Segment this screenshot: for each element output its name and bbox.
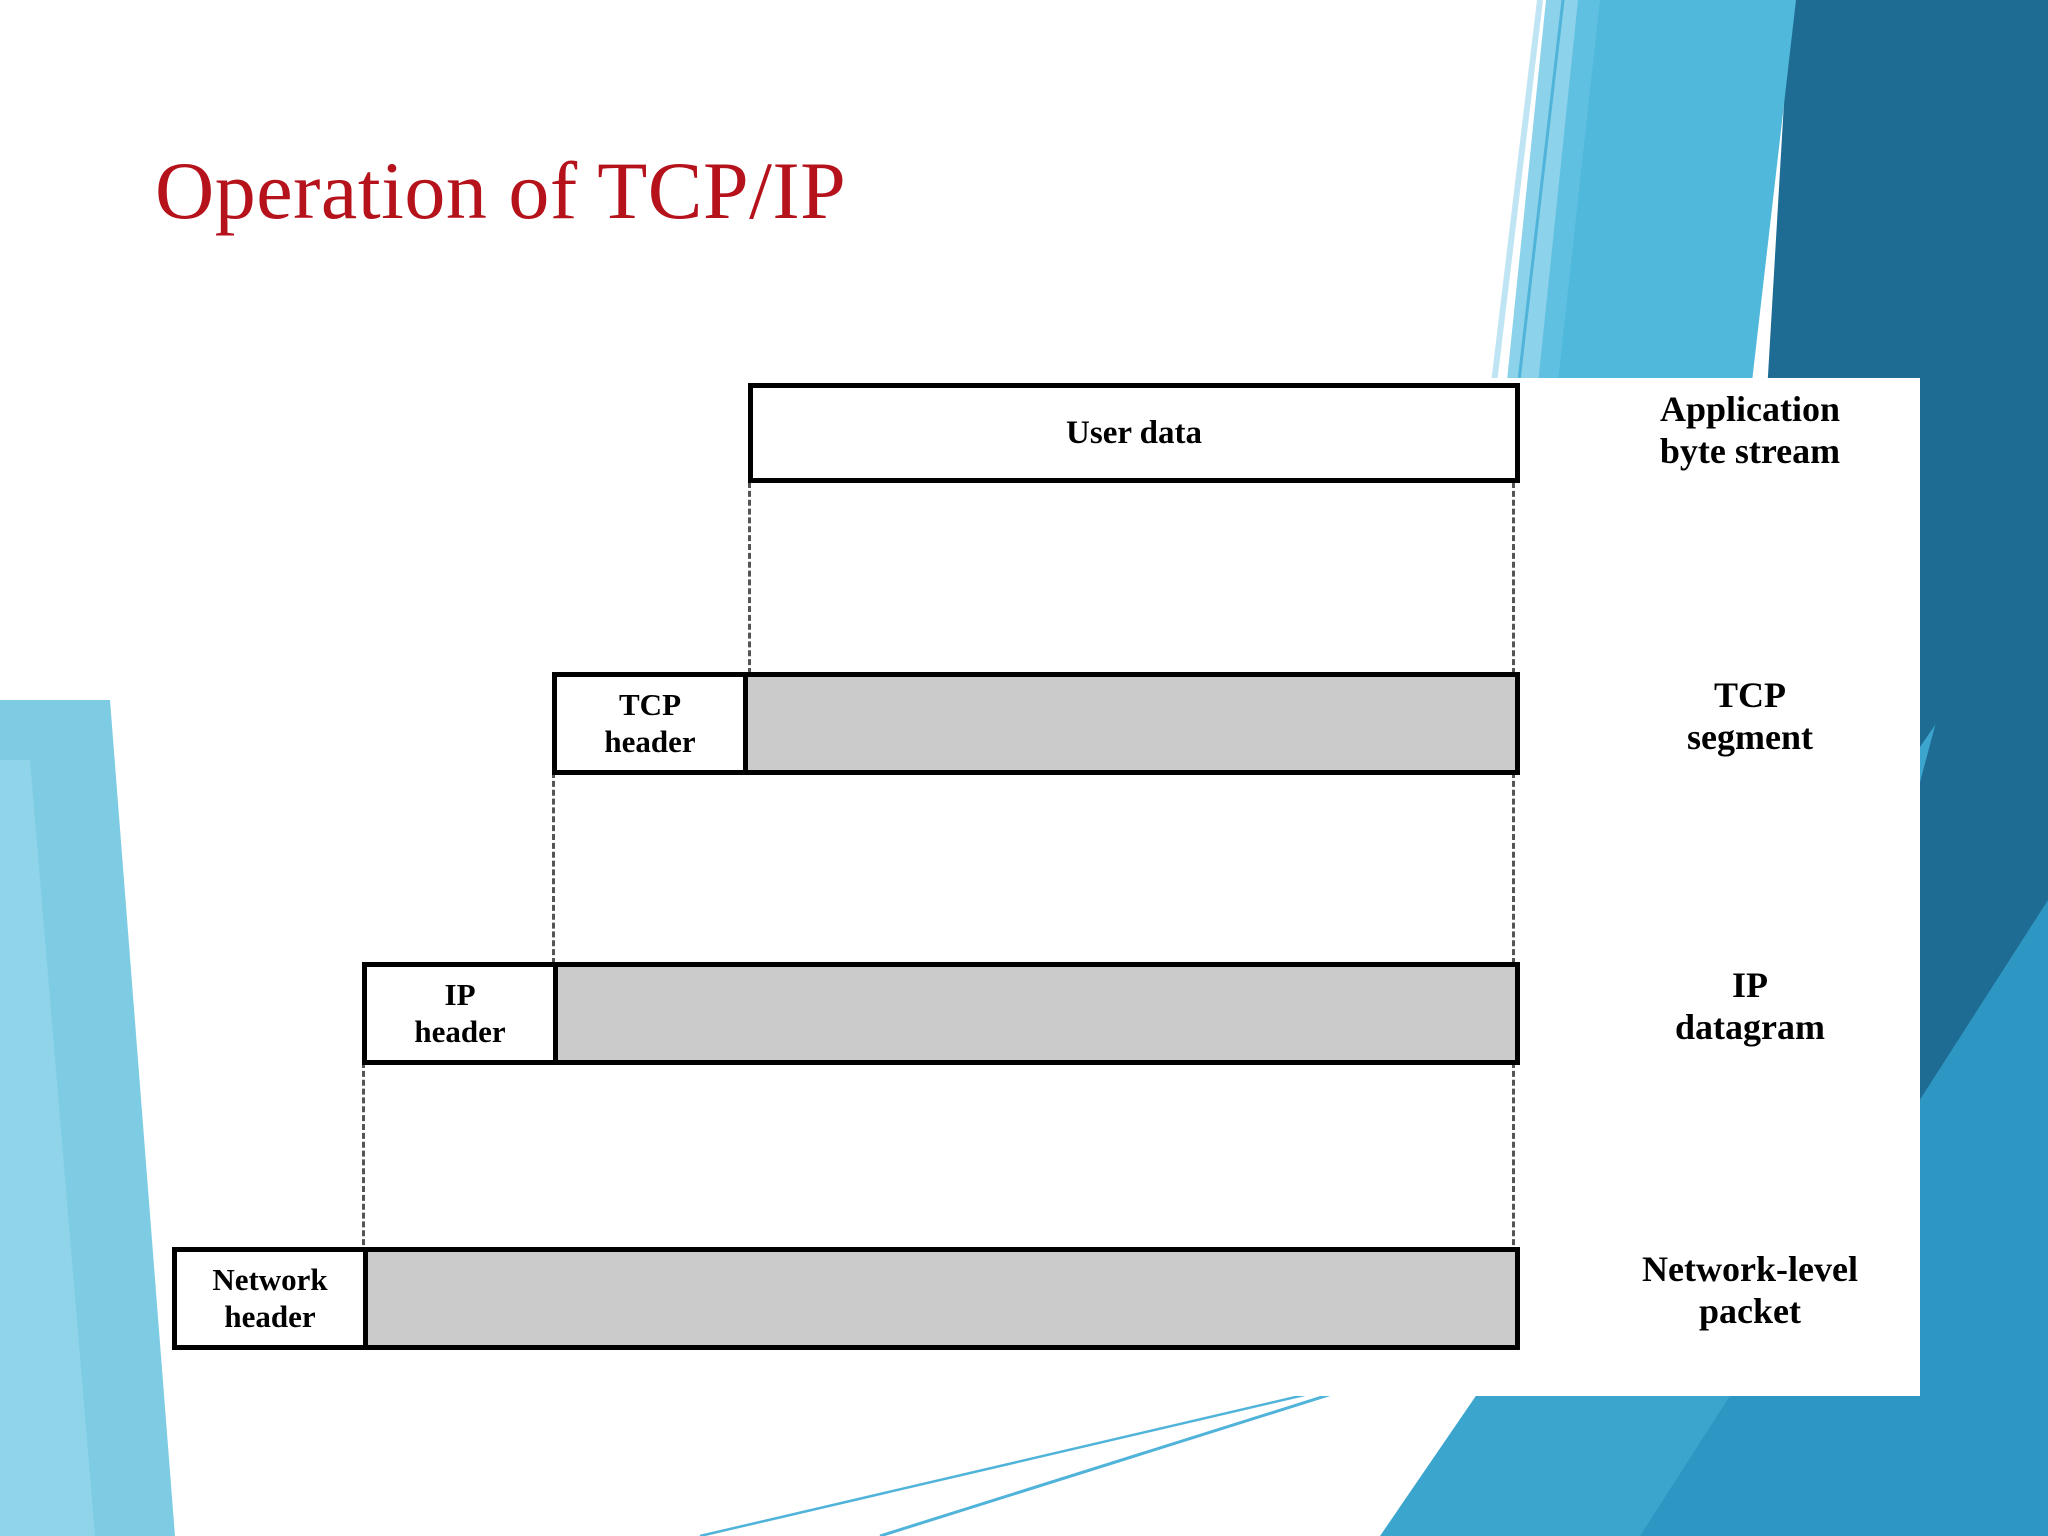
side-label-network-line1: Network-level bbox=[1642, 1249, 1858, 1289]
tcp-header-cell: TCP header bbox=[557, 677, 748, 770]
row-network-level-packet: Network header bbox=[172, 1247, 1520, 1350]
row-tcp-segment: TCP header bbox=[552, 672, 1520, 775]
side-label-ip: IP datagram bbox=[1540, 964, 1960, 1049]
page-title: Operation of TCP/IP bbox=[155, 145, 847, 236]
side-label-application-line2: byte stream bbox=[1659, 431, 1841, 472]
network-header-line1: Network bbox=[212, 1261, 328, 1297]
row-application-byte-stream: User data bbox=[748, 383, 1520, 483]
ip-payload-cell bbox=[558, 967, 1515, 1060]
network-header-line2: header bbox=[224, 1298, 316, 1334]
dash-connector-user-left bbox=[748, 482, 751, 674]
side-label-tcp-line1: TCP bbox=[1714, 675, 1786, 715]
side-label-ip-line1: IP bbox=[1732, 965, 1768, 1005]
side-label-network-line2: packet bbox=[1699, 1291, 1801, 1332]
row-ip-datagram: IP header bbox=[362, 962, 1520, 1065]
tcp-header-line2: header bbox=[604, 723, 696, 759]
network-payload-cell bbox=[368, 1252, 1515, 1345]
side-label-ip-line2: datagram bbox=[1675, 1007, 1825, 1048]
dash-connector-user-right bbox=[1512, 482, 1515, 674]
dash-connector-tcp-right bbox=[1512, 772, 1515, 964]
ip-header-cell: IP header bbox=[367, 967, 558, 1060]
side-label-network: Network-level packet bbox=[1540, 1248, 1960, 1333]
network-header-cell: Network header bbox=[177, 1252, 368, 1345]
ip-header-line1: IP bbox=[444, 976, 476, 1012]
ip-header-line2: header bbox=[414, 1013, 506, 1049]
side-label-application-line1: Application bbox=[1659, 389, 1841, 429]
dash-connector-tcp-left bbox=[552, 772, 555, 964]
tcp-header-line1: TCP bbox=[619, 686, 681, 722]
tcp-payload-cell bbox=[748, 677, 1515, 770]
dash-connector-ip-right bbox=[1512, 1062, 1515, 1254]
user-data-cell: User data bbox=[753, 388, 1515, 478]
side-label-tcp-line2: segment bbox=[1687, 717, 1813, 758]
side-label-tcp: TCP segment bbox=[1540, 674, 1960, 759]
dash-connector-ip-left bbox=[362, 1062, 365, 1254]
side-label-application: Application byte stream bbox=[1540, 388, 1960, 473]
